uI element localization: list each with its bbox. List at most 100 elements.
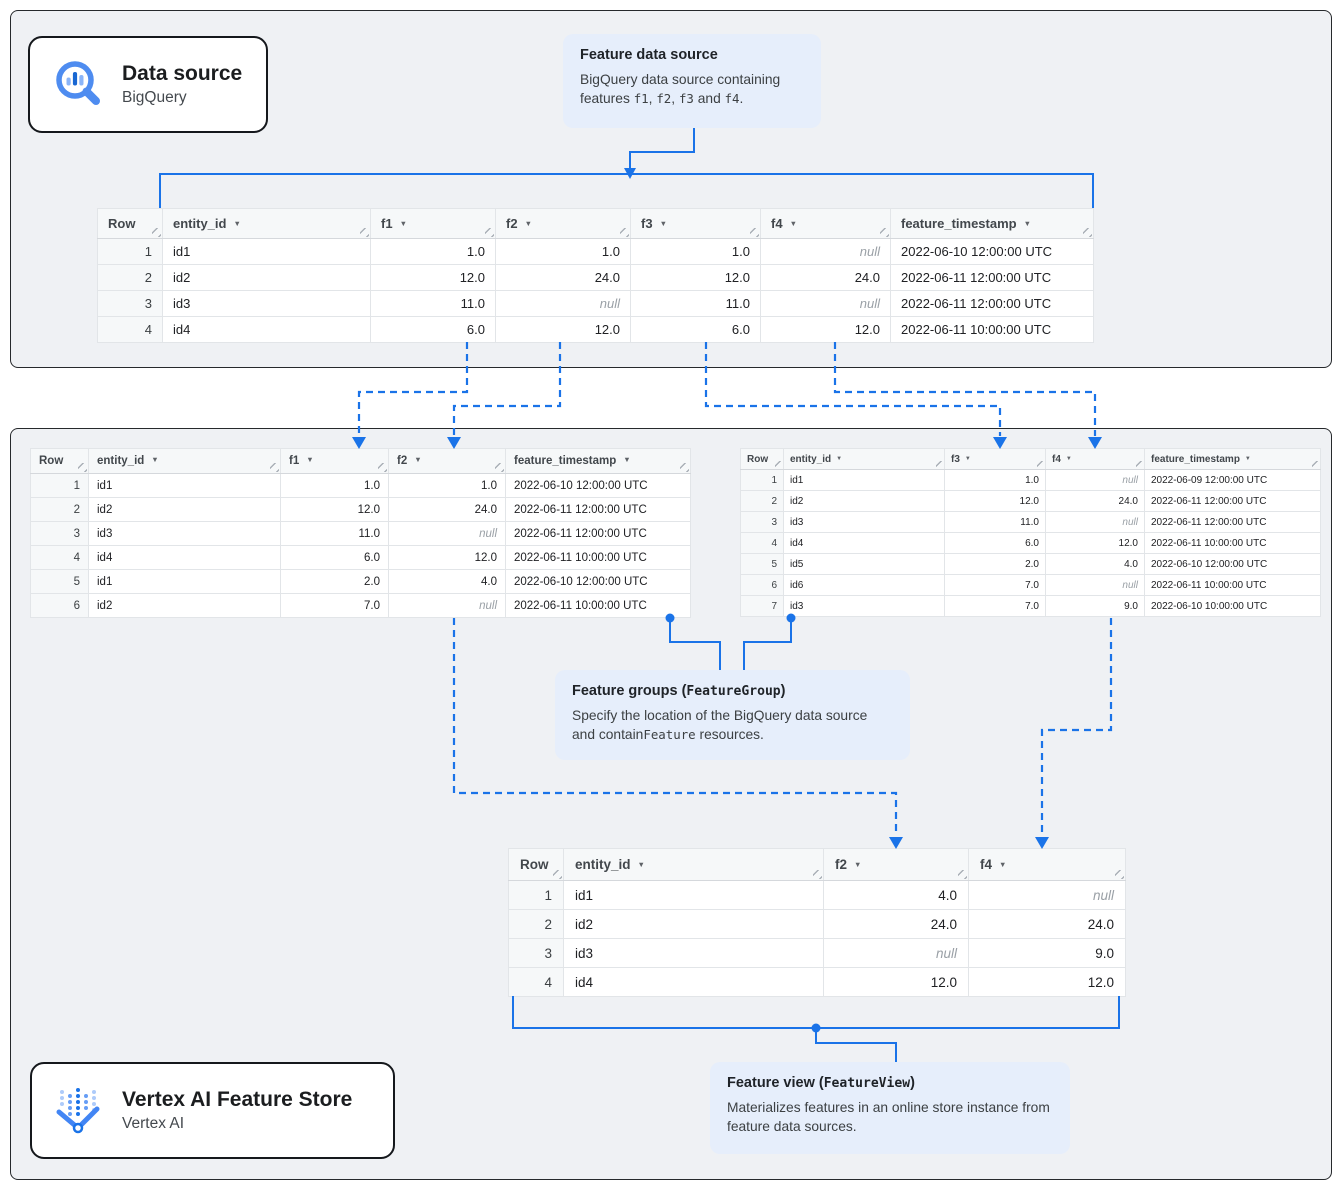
table-cell: 2022-06-10 10:00:00 UTC bbox=[1144, 595, 1321, 617]
table-cell: 2.0 bbox=[944, 553, 1046, 575]
table-cell: 1 bbox=[97, 238, 163, 265]
table-cell: 2022-06-11 12:00:00 UTC bbox=[505, 497, 691, 522]
code-text: FeatureView bbox=[823, 1076, 911, 1091]
resize-handle-icon bbox=[378, 463, 387, 472]
table-cell: id3 bbox=[563, 938, 824, 968]
resize-handle-icon bbox=[485, 228, 494, 237]
column-header-entity_id: entity_id▼ bbox=[783, 448, 945, 470]
vertex-ai-feature-store-card: Vertex AI Feature Store Vertex AI bbox=[30, 1062, 395, 1159]
text-segment: Feature groups ( bbox=[572, 683, 687, 699]
sort-dropdown-icon: ▼ bbox=[1023, 219, 1032, 228]
table-cell: null bbox=[1045, 574, 1145, 596]
column-label: entity_id bbox=[173, 216, 227, 231]
table-cell: 4 bbox=[30, 545, 89, 570]
text-segment: Feature data source bbox=[580, 47, 718, 63]
table-cell: null bbox=[968, 880, 1126, 910]
table-cell: 4 bbox=[740, 532, 784, 554]
table-cell: 7.0 bbox=[944, 574, 1046, 596]
table-cell: 4 bbox=[97, 316, 163, 343]
table-cell: 12.0 bbox=[944, 490, 1046, 512]
table-cell: 2022-06-11 10:00:00 UTC bbox=[505, 545, 691, 570]
table-cell: 6.0 bbox=[370, 316, 496, 343]
table-cell: 3 bbox=[97, 290, 163, 317]
resize-handle-icon bbox=[270, 463, 279, 472]
code-text: f1 bbox=[633, 91, 649, 107]
text-segment: . bbox=[739, 91, 744, 107]
table-cell: 2022-06-10 12:00:00 UTC bbox=[505, 569, 691, 594]
table-cell: 5 bbox=[740, 553, 784, 575]
card-subtitle: Vertex AI bbox=[122, 1114, 185, 1132]
code-text: f3 bbox=[678, 91, 694, 107]
column-header-f2: f2▼ bbox=[388, 448, 506, 474]
table-cell: 12.0 bbox=[823, 967, 969, 997]
sort-dropdown-icon: ▼ bbox=[399, 219, 407, 228]
feature-view-callout: Feature view (FeatureView) Materializes … bbox=[710, 1062, 1070, 1154]
sort-dropdown-icon: ▼ bbox=[836, 455, 843, 462]
sort-dropdown-icon: ▼ bbox=[637, 860, 645, 869]
resize-handle-icon bbox=[152, 228, 161, 237]
table-cell: 2022-06-11 10:00:00 UTC bbox=[890, 316, 1094, 343]
null-value: null bbox=[1092, 887, 1114, 903]
table-cell: 12.0 bbox=[495, 316, 631, 343]
text-segment: , bbox=[648, 91, 657, 107]
table-cell: 9.0 bbox=[1045, 595, 1145, 617]
column-label: entity_id bbox=[575, 857, 631, 872]
table-cell: 1.0 bbox=[630, 238, 761, 265]
table-cell: 1 bbox=[740, 469, 784, 491]
table-cell: 12.0 bbox=[388, 545, 506, 570]
text-segment: and bbox=[693, 91, 725, 107]
table-cell: 7.0 bbox=[944, 595, 1046, 617]
column-label: f2 bbox=[835, 857, 848, 872]
table-cell: 4.0 bbox=[1045, 553, 1145, 575]
resize-handle-icon bbox=[78, 463, 87, 472]
sort-dropdown-icon: ▼ bbox=[1244, 455, 1251, 462]
text-segment: ) bbox=[780, 683, 786, 699]
table-cell: id2 bbox=[88, 497, 281, 522]
callout-title: Feature groups (FeatureGroup) bbox=[572, 683, 893, 699]
table-cell: 24.0 bbox=[823, 909, 969, 939]
table-cell: 6.0 bbox=[630, 316, 761, 343]
callout-body: Specify the location of the BigQuery dat… bbox=[572, 706, 893, 745]
sort-dropdown-icon: ▼ bbox=[964, 455, 971, 462]
text-segment: , bbox=[671, 91, 679, 107]
column-header-entity_id: entity_id ▼ bbox=[563, 848, 824, 881]
table-cell: 12.0 bbox=[630, 264, 761, 291]
column-header-Row: Row bbox=[740, 448, 784, 470]
table-cell: null bbox=[1045, 511, 1145, 533]
table-cell: id1 bbox=[783, 469, 945, 491]
code-text: f4 bbox=[724, 91, 740, 107]
text-segment: resources. bbox=[695, 727, 764, 743]
table-cell: id1 bbox=[88, 473, 281, 498]
column-header-feature_timestamp: feature_timestamp▼ bbox=[505, 448, 691, 474]
sort-dropdown-icon: ▼ bbox=[623, 455, 631, 464]
table-cell: null bbox=[823, 938, 969, 968]
column-header-f4: f4▼ bbox=[1045, 448, 1145, 470]
null-value: null bbox=[599, 296, 620, 311]
table-cell: 2022-06-11 12:00:00 UTC bbox=[1144, 511, 1321, 533]
table-cell: 1.0 bbox=[280, 473, 389, 498]
null-value: null bbox=[479, 527, 497, 540]
table-cell: 1.0 bbox=[370, 238, 496, 265]
table-cell: 24.0 bbox=[388, 497, 506, 522]
table-cell: id3 bbox=[162, 290, 371, 317]
table-cell: 1.0 bbox=[388, 473, 506, 498]
table-cell: 7.0 bbox=[280, 593, 389, 618]
table-cell: 2022-06-11 10:00:00 UTC bbox=[1144, 574, 1321, 596]
